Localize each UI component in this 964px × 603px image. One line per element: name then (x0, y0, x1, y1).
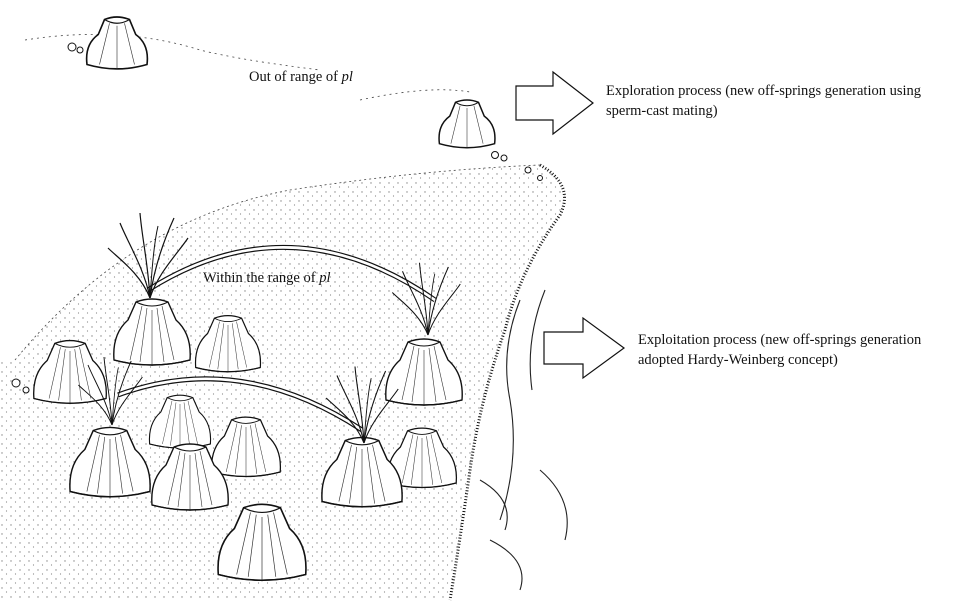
exploitation-line-1: Exploitation process (new off-springs ge… (638, 330, 921, 350)
isolated-barnacle-top-right (439, 100, 507, 161)
exploitation-process-label: Exploitation process (new off-springs ge… (638, 330, 921, 370)
exploration-line-2: sperm-cast mating) (606, 101, 921, 121)
exploration-line-1: Exploration process (new off-springs gen… (606, 81, 921, 101)
pl-symbol: pl (342, 69, 353, 85)
pl-symbol: pl (319, 270, 330, 286)
right-arrow-icon (544, 318, 624, 378)
exploitation-line-2: adopted Hardy-Weinberg concept) (638, 350, 921, 370)
within-range-label: Within the range of pl (203, 268, 330, 288)
isolated-barnacle-top-left (68, 17, 147, 70)
right-arrow-icon (516, 72, 593, 134)
out-of-range-label: Out of range of pl (249, 67, 353, 87)
exploration-process-label: Exploration process (new off-springs gen… (606, 81, 921, 121)
